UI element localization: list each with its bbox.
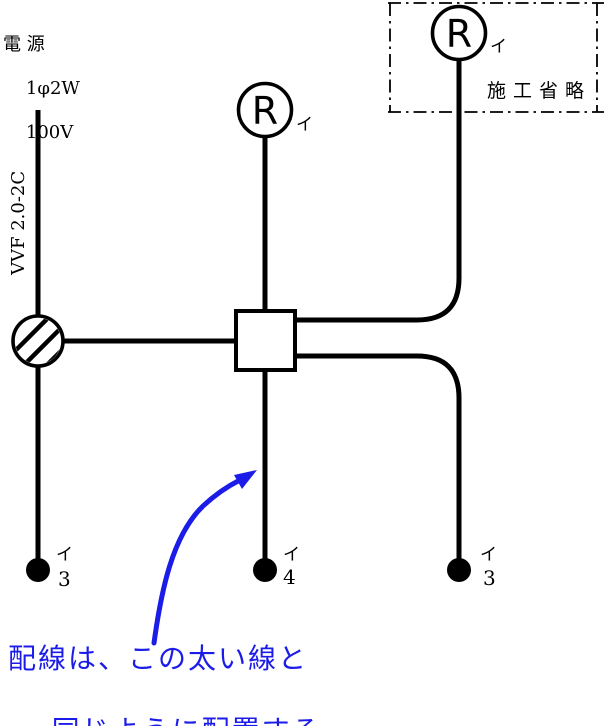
wire-runs bbox=[35, 58, 462, 560]
annotation-text: 配線は、この太い線と 同じように配置する bbox=[8, 641, 322, 726]
omission-boundary bbox=[388, 2, 604, 113]
lamp-top-right-circuit-label: イ bbox=[490, 37, 507, 57]
outlet-dot-middle bbox=[253, 558, 277, 582]
omission-label: 施工省略 bbox=[487, 80, 592, 102]
outlet-middle-count: 4 bbox=[283, 565, 296, 589]
outlet-left-count: 3 bbox=[58, 567, 71, 591]
outlet-right-count: 3 bbox=[483, 566, 496, 590]
annotation-line2: 同じように配置する bbox=[52, 714, 322, 726]
power-source-label: 電 源 1φ2W 100V bbox=[3, 34, 80, 166]
outlet-left-circuit-label: イ bbox=[56, 545, 73, 565]
annotation-arrowhead bbox=[234, 470, 257, 489]
outlet-middle-circuit-label: イ bbox=[283, 545, 300, 565]
wire-junction-to-top-right-lamp bbox=[295, 58, 462, 323]
power-inlet-icon bbox=[11, 314, 65, 368]
outlet-dot-left bbox=[26, 558, 50, 582]
lamp-receptacle-middle-icon bbox=[236, 81, 294, 139]
lamp-middle-letter: R bbox=[251, 89, 279, 133]
power-source-line3: 100V bbox=[25, 122, 74, 143]
lamp-top-right-letter: R bbox=[445, 12, 473, 56]
annotation-arrow bbox=[151, 470, 257, 646]
wire-junction-to-right-outlet bbox=[295, 353, 462, 560]
outlet-right-circuit-label: イ bbox=[480, 545, 497, 565]
power-source-line2: 1φ2W bbox=[25, 78, 80, 99]
cable-type-label: VVF 2.0-2C bbox=[8, 170, 29, 275]
lamp-middle-circuit-label: イ bbox=[296, 115, 313, 135]
junction-box-icon bbox=[234, 309, 297, 372]
power-source-line1: 電 源 bbox=[3, 34, 45, 55]
lamp-receptacle-top-right-icon bbox=[430, 4, 488, 62]
outlet-dot-right bbox=[447, 558, 471, 582]
annotation-line1: 配線は、この太い線と bbox=[8, 642, 309, 675]
